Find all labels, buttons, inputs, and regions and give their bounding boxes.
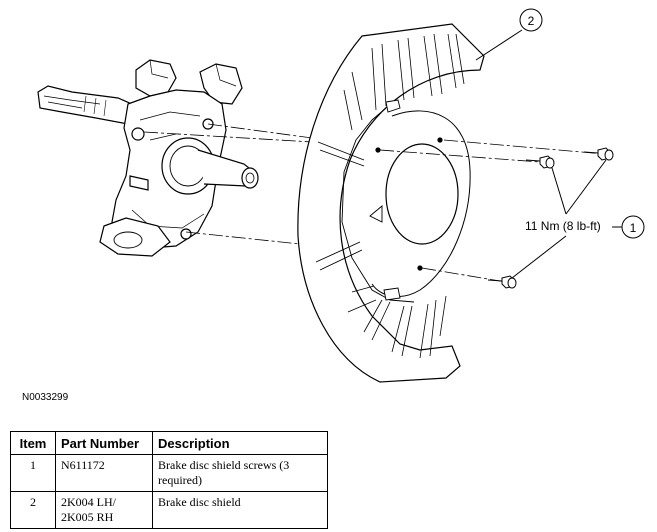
screw-lower	[487, 275, 517, 289]
callout-1-number: 1	[630, 221, 637, 235]
brake-disc-shield-screws	[487, 147, 614, 289]
table-row: 1 N611172 Brake disc shield screws (3 re…	[10, 454, 328, 492]
row-2-description: Brake disc shield	[152, 491, 328, 529]
brake-assembly-diagram: 2 11 Nm (8 lb-ft) 1	[37, 8, 645, 383]
callout-1-leader-lower	[511, 235, 567, 279]
figure-id: N0033299	[22, 392, 69, 403]
screw-upper	[583, 147, 614, 161]
row-1-description: Brake disc shield screws (3 required)	[152, 454, 328, 492]
steering-knuckle	[37, 59, 259, 257]
parts-table: Item Part Number Description 1 N611172 B…	[10, 431, 328, 529]
callout-2-number: 2	[528, 14, 535, 28]
callout-2-leader	[475, 29, 523, 61]
table-header-row: Item Part Number Description	[10, 431, 328, 455]
callout-1-circle	[621, 215, 645, 239]
row-2-item: 2	[10, 491, 56, 529]
torque-spec-label: 11 Nm (8 lb-ft)	[525, 219, 601, 233]
screw-middle	[525, 155, 555, 169]
callout-1-leader-upper	[565, 159, 607, 215]
screw-axis-lines	[379, 139, 605, 283]
header-description: Description	[152, 431, 328, 455]
callout-2: 2	[475, 8, 543, 61]
row-1-item: 1	[10, 454, 56, 492]
header-part-number: Part Number	[55, 431, 153, 455]
header-item: Item	[10, 431, 56, 455]
row-2-part-number: 2K004 LH/ 2K005 RH	[55, 491, 153, 529]
table-row: 2 2K004 LH/ 2K005 RH Brake disc shield	[10, 491, 328, 529]
alignment-lines	[143, 123, 313, 245]
brake-disc-shield	[297, 23, 485, 383]
callout-1: 11 Nm (8 lb-ft) 1	[511, 159, 645, 279]
row-1-part-number: N611172	[55, 454, 153, 492]
callout-1-leader-middle	[551, 167, 567, 215]
callout-2-circle	[519, 8, 543, 32]
